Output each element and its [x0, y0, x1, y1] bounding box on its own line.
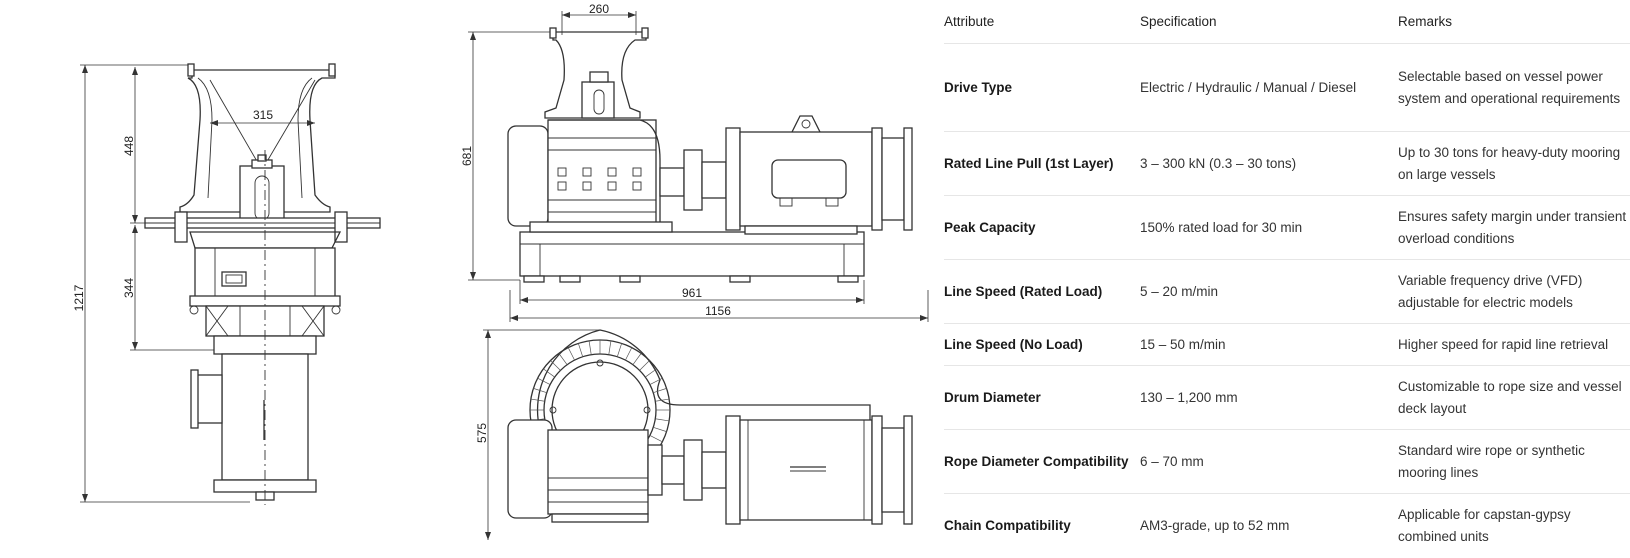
cell-remarks: Customizable to rope size and vessel dec… — [1398, 365, 1630, 430]
header-remarks: Remarks — [1398, 14, 1453, 29]
capstan-drawing-svg: 1217 448 344 315 — [72, 2, 929, 540]
specification-table: Attribute Specification Remarks Drive Ty… — [944, 0, 1630, 558]
cell-specification: 130 – 1,200 mm — [1140, 365, 1398, 430]
cell-attribute: Line Speed (No Load) — [944, 323, 1140, 366]
dim-overall-height: 1217 — [72, 284, 86, 311]
cell-remarks: Variable frequency drive (VFD) adjustabl… — [1398, 259, 1630, 324]
top-plan-view: 575 — [475, 329, 913, 540]
side-elevation-view: 260 681 961 1156 — [460, 2, 929, 322]
dim-overall-length: 1156 — [705, 304, 731, 318]
dim-bowl-width: 315 — [253, 108, 273, 122]
cell-specification: Electric / Hydraulic / Manual / Diesel — [1140, 43, 1398, 132]
cell-remarks: Ensures safety margin under transient ov… — [1398, 195, 1630, 260]
header-attribute: Attribute — [944, 14, 995, 29]
cell-specification: 5 – 20 m/min — [1140, 259, 1398, 324]
cell-attribute: Line Speed (Rated Load) — [944, 259, 1140, 324]
cell-attribute: Drum Diameter — [944, 365, 1140, 430]
cell-attribute: Peak Capacity — [944, 195, 1140, 260]
cell-attribute: Rope Diameter Compatibility — [944, 429, 1140, 494]
dim-lower-height: 344 — [122, 278, 136, 298]
technical-drawings: 1217 448 344 315 — [72, 2, 929, 540]
cell-remarks: Higher speed for rapid line retrieval — [1398, 323, 1630, 366]
cell-specification: 15 – 50 m/min — [1140, 323, 1398, 366]
dim-top-view-width: 575 — [475, 423, 489, 443]
table-row: Rated Line Pull (1st Layer)3 – 300 kN (0… — [944, 131, 1630, 196]
cell-remarks: Applicable for capstan-gypsy combined un… — [1398, 493, 1630, 558]
cell-remarks: Standard wire rope or synthetic mooring … — [1398, 429, 1630, 494]
cell-remarks: Up to 30 tons for heavy-duty mooring on … — [1398, 131, 1630, 196]
cell-attribute: Rated Line Pull (1st Layer) — [944, 131, 1140, 196]
cell-attribute: Drive Type — [944, 43, 1140, 132]
dim-top-width: 260 — [589, 2, 609, 16]
dim-upper-height: 448 — [122, 136, 136, 156]
dim-base-length: 961 — [682, 286, 702, 300]
cell-specification: 3 – 300 kN (0.3 – 30 tons) — [1140, 131, 1398, 196]
header-specification: Specification — [1140, 14, 1217, 29]
dim-side-height: 681 — [460, 146, 474, 166]
front-elevation-view: 1217 448 344 315 — [72, 63, 381, 505]
cell-specification: 150% rated load for 30 min — [1140, 195, 1398, 260]
cell-specification: AM3-grade, up to 52 mm — [1140, 493, 1398, 558]
table-header-row: Attribute Specification Remarks — [944, 0, 1630, 44]
cell-remarks: Selectable based on vessel power system … — [1398, 43, 1630, 132]
cell-specification: 6 – 70 mm — [1140, 429, 1398, 494]
cell-attribute: Chain Compatibility — [944, 493, 1140, 558]
specification-table-container: Attribute Specification Remarks Drive Ty… — [944, 0, 1630, 558]
